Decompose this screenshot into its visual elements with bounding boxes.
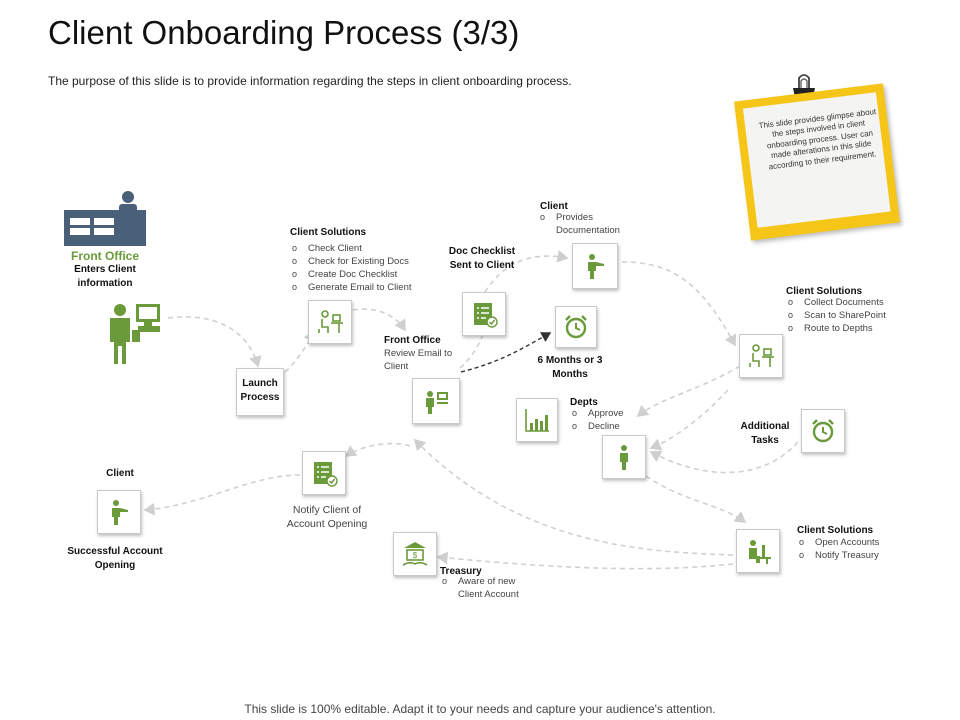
months-label: 6 Months or 3 Months [537, 355, 603, 380]
bar-chart-icon [525, 409, 549, 432]
list-item: Notify Treasury [797, 549, 879, 563]
front-office-review-box [412, 378, 460, 424]
page-title: Client Onboarding Process (3/3) [48, 14, 520, 51]
depts-chart-box [516, 398, 558, 442]
front-desk-icon [64, 191, 146, 246]
bank-icon: $ [402, 542, 428, 566]
list-item: Collect Documents [786, 296, 886, 310]
person-at-desk-icon [318, 310, 343, 333]
months-box [555, 306, 597, 348]
person-pointing-icon [588, 254, 604, 279]
svg-text:$: $ [413, 551, 418, 560]
person-icon [620, 445, 628, 470]
person-at-computer-icon [749, 540, 771, 564]
list-item: Aware of new Client Account [440, 575, 538, 602]
list-item: Route to Depths [786, 322, 886, 336]
client-final-title: Client [106, 468, 134, 479]
list-item: Scan to SharePoint [786, 309, 886, 323]
alarm-clock-icon [565, 315, 587, 339]
checklist-icon [314, 462, 338, 487]
solutions3-box [736, 529, 780, 573]
treasury-list: Aware of new Client Account [440, 575, 538, 602]
person-at-desk-icon [749, 344, 774, 367]
employee-computer-icon [426, 391, 448, 414]
solutions2-list: Collect Documents Scan to SharePoint Rou… [786, 296, 886, 336]
list-item: Provides Documentation [538, 211, 636, 238]
list-item: Check Client [290, 242, 412, 256]
solutions1-list: Check Client Check for Existing Docs Cre… [290, 242, 412, 295]
doc-checklist-box [462, 292, 506, 336]
employee-computer-icon [110, 304, 160, 364]
client-final-box [97, 490, 141, 534]
alarm-clock-icon [812, 419, 834, 443]
depts-title: Depts [570, 397, 598, 408]
depts-list: Approve Decline [570, 407, 623, 434]
client-docs-list: Provides Documentation [538, 211, 636, 238]
additional-tasks-box [801, 409, 845, 453]
launch-process-label: Launch Process [240, 378, 280, 403]
solutions1-box [308, 300, 352, 344]
client-final-desc: Successful Account Opening [67, 546, 163, 571]
page-footer: This slide is 100% editable. Adapt it to… [244, 702, 716, 716]
notify-box [302, 451, 346, 495]
front-office-review-title: Front Office [384, 335, 441, 346]
person-pointing-icon [112, 500, 128, 525]
solutions2-box [739, 334, 783, 378]
solutions3-title: Client Solutions [797, 525, 874, 536]
client-docs-title: Client [540, 201, 568, 212]
additional-tasks-label: Additional Tasks [740, 421, 790, 446]
solutions1-title: Client Solutions [290, 227, 367, 238]
client-docs-box [572, 243, 618, 289]
list-item: Decline [570, 420, 623, 434]
notify-label: Notify Client of Account Opening [286, 504, 368, 531]
list-item: Check for Existing Docs [290, 255, 412, 269]
solutions3-list: Open Accounts Notify Treasury [797, 536, 879, 563]
doc-checklist-label: Doc Checklist Sent to Client [448, 246, 516, 271]
launch-process-box [236, 368, 284, 416]
treasury-title: Treasury [440, 566, 482, 577]
list-item: Create Doc Checklist [290, 268, 412, 282]
checklist-icon [474, 303, 498, 328]
front-office-start-title: Front Office [71, 249, 139, 263]
treasury-box: $ [393, 532, 437, 576]
list-item: Open Accounts [797, 536, 879, 550]
list-item: Approve [570, 407, 623, 421]
front-office-review-desc: Review Email to Client [384, 348, 453, 372]
page-subtitle: The purpose of this slide is to provide … [48, 74, 572, 88]
front-office-start-desc: Enters Client information [74, 264, 136, 289]
list-item: Generate Email to Client [290, 281, 412, 295]
depts-box [602, 435, 646, 479]
solutions2-title: Client Solutions [786, 286, 863, 297]
